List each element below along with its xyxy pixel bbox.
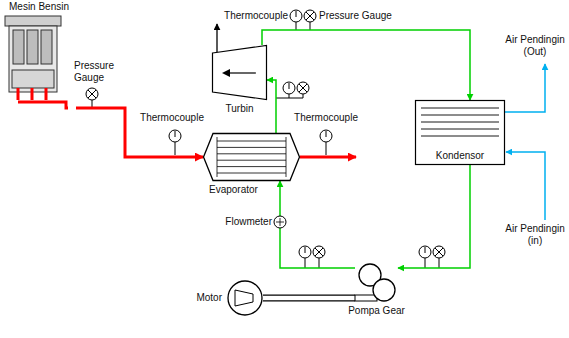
gear-pump: Pompa Gear — [355, 262, 398, 302]
cooling-water-label: Air Pendingin (Out) — [503, 34, 567, 58]
cooling-water-label: Air Pendingin (in) — [503, 223, 567, 247]
gauge-label: Pressure Gauge — [74, 60, 126, 84]
motor-outline — [227, 280, 263, 316]
turbine-outline — [212, 45, 267, 100]
flowmeter-symbol — [274, 216, 286, 228]
sensor-label: Flowmeter — [206, 216, 272, 228]
liquid-line — [398, 165, 470, 268]
pressure-gauge — [304, 10, 316, 30]
sensor-label: Thermocouple — [290, 112, 362, 124]
node-label: Motor — [196, 292, 222, 304]
node-label: Mesin Bensin — [2, 1, 76, 13]
pressure-gauge — [86, 88, 98, 107]
node-label: Kondensor — [434, 150, 486, 162]
gear-pump-outline — [355, 262, 398, 302]
turbine: Turbin — [212, 45, 267, 100]
turbine-shaft — [216, 24, 217, 52]
vapour-line — [267, 80, 276, 133]
liquid-line — [398, 165, 470, 268]
pressure-gauge — [297, 82, 309, 98]
cooling-in — [506, 152, 545, 220]
condenser: Kondensor — [415, 100, 505, 165]
pressure-gauge — [433, 246, 445, 268]
vapour-line — [267, 80, 276, 133]
evaporator-outline — [203, 133, 300, 181]
engine-drawing — [5, 16, 68, 108]
drive-shaft-inner — [263, 296, 355, 301]
motor: Motor — [227, 280, 263, 316]
liquid-line — [280, 181, 355, 268]
thermocouple-symbol — [419, 246, 431, 268]
vapour-line — [262, 30, 470, 100]
thermocouple-symbol — [290, 10, 302, 30]
cooling-out — [505, 64, 545, 112]
engine: Mesin Bensin — [2, 0, 76, 118]
node-label: Pompa Gear — [348, 305, 405, 317]
sensor-label: Pressure Gauge — [319, 10, 409, 22]
liquid-line — [280, 181, 355, 268]
sensor-label: Thermocouple — [220, 10, 288, 22]
exhaust-out — [300, 156, 356, 159]
node-label: Turbin — [226, 103, 254, 115]
thermocouple-symbol — [283, 82, 295, 94]
pressure-gauge — [313, 246, 325, 268]
sensor-wire — [276, 94, 303, 98]
evaporator: Evaporator — [203, 133, 300, 181]
node-label: Evaporator — [209, 184, 258, 196]
thermocouple-symbol — [320, 130, 332, 155]
drive-shaft — [263, 295, 355, 302]
thermocouple-symbol — [299, 246, 311, 268]
vapour-line — [262, 30, 470, 100]
sensor-label: Thermocouple — [136, 112, 208, 124]
thermocouple-symbol — [169, 130, 181, 155]
drive-shaft — [263, 298, 355, 299]
